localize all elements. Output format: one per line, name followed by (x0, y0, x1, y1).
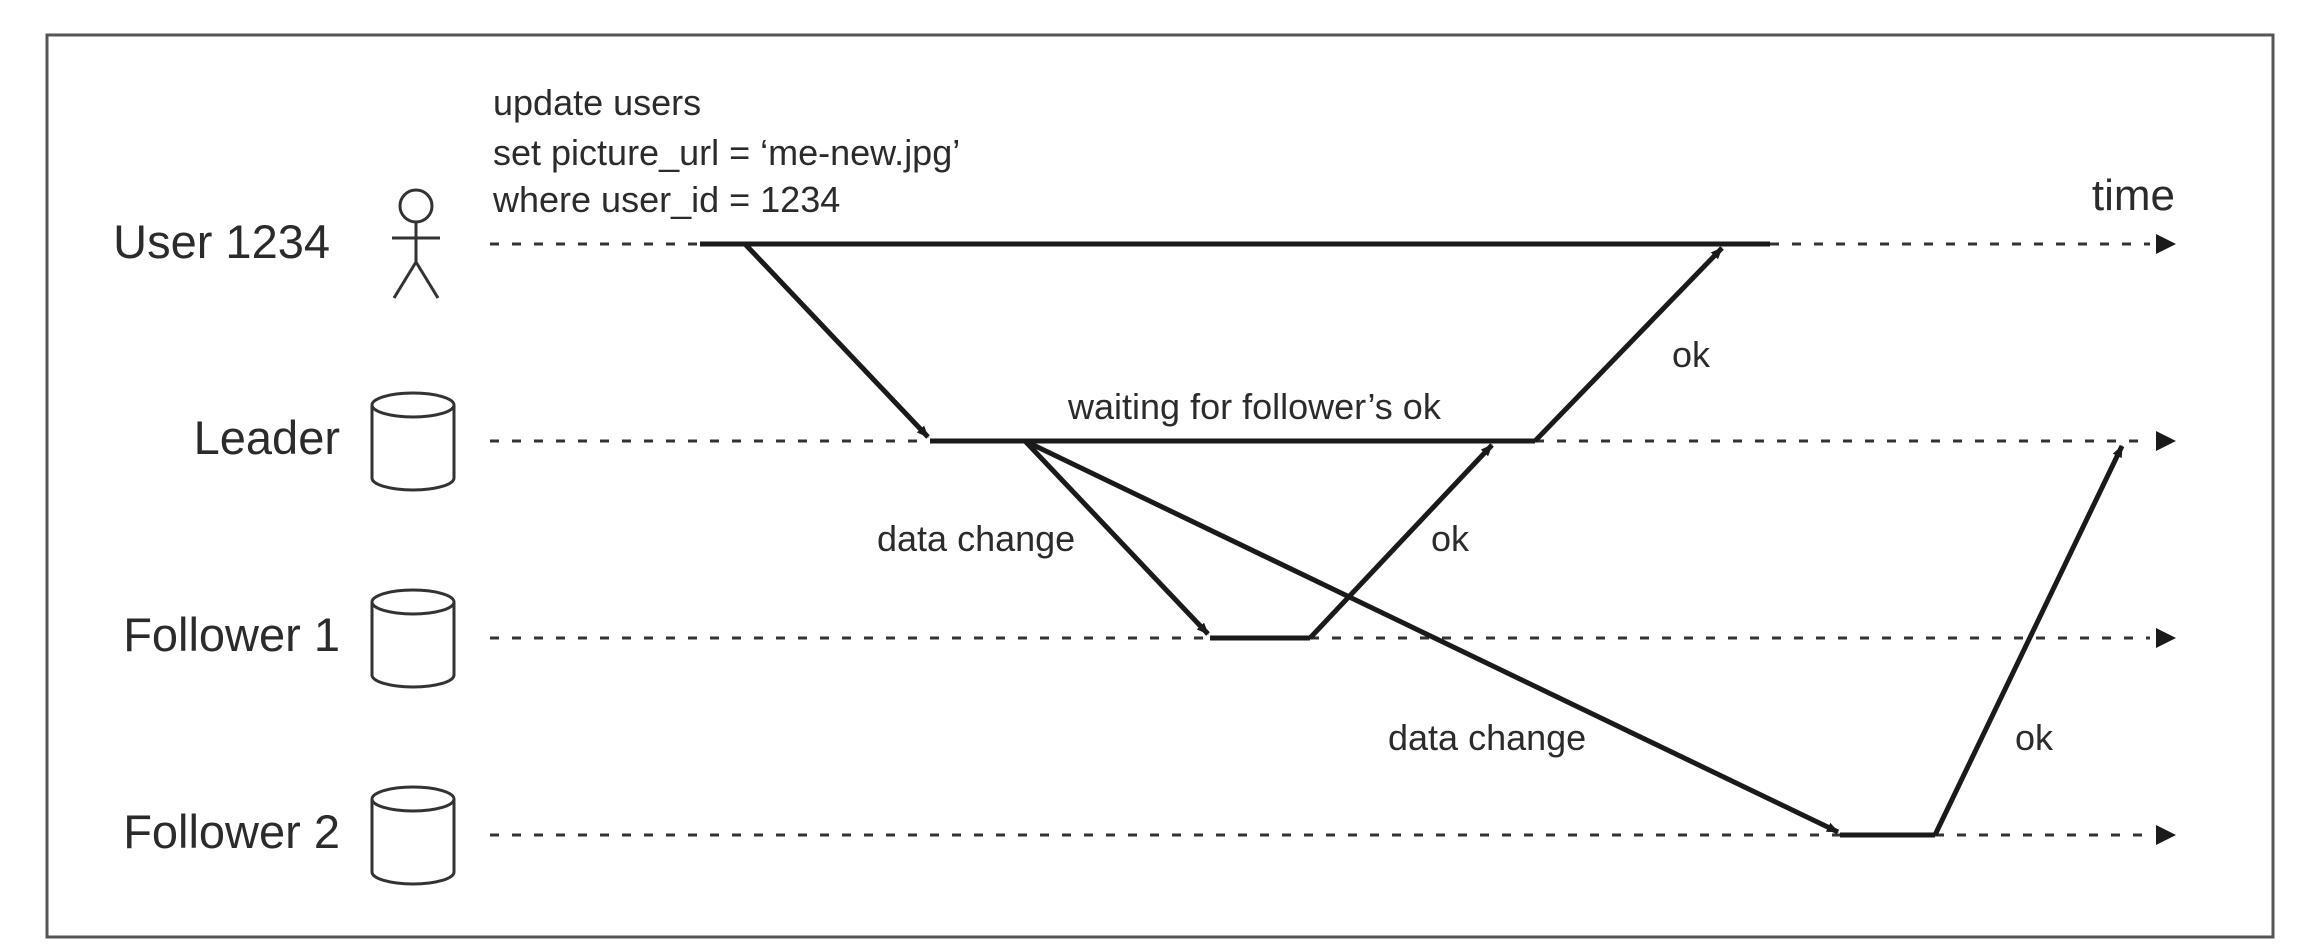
lane-label-follower-2: Follower 2 (123, 805, 340, 858)
request-arrow (743, 242, 930, 439)
data-change-label-1: data change (877, 518, 1075, 559)
database-icon (370, 785, 456, 886)
time-axis-label: time (2092, 171, 2175, 220)
svg-text:update users: update users (493, 82, 701, 123)
lane-label-follower-1: Follower 1 (123, 608, 340, 661)
diagram-frame (45, 33, 2275, 939)
timeline-follower-1 (490, 628, 2176, 648)
data-change-arrow-follower-1 (1023, 439, 1210, 636)
svg-text:set picture_url = ‘me-new.jpg’: set picture_url = ‘me-new.jpg’ (493, 132, 960, 173)
ok-arrow-follower-2-to-leader (1932, 444, 2125, 837)
ok-label-follower-1: ok (1431, 518, 1470, 559)
database-icon (370, 588, 456, 689)
lane-label-user: User 1234 (113, 215, 330, 268)
ok-arrow-leader-to-user (1533, 246, 1724, 443)
timeline-follower-2 (490, 825, 2176, 845)
data-change-label-2: data change (1388, 717, 1586, 758)
data-change-arrow-follower-2 (1023, 438, 1840, 835)
timeline-leader (490, 431, 2176, 451)
query-text: update users set picture_url = ‘me-new.j… (492, 82, 960, 220)
person-icon (392, 188, 440, 299)
waiting-label: waiting for follower’s ok (1067, 386, 1442, 427)
lane-label-leader: Leader (194, 411, 340, 464)
database-icon (370, 391, 456, 492)
ok-arrow-follower-1-to-leader (1308, 443, 1494, 640)
timeline-user (490, 234, 2176, 254)
ok-label-leader-to-user: ok (1672, 334, 1711, 375)
ok-label-follower-2: ok (2015, 717, 2054, 758)
svg-text:where user_id = 1234: where user_id = 1234 (492, 179, 840, 220)
